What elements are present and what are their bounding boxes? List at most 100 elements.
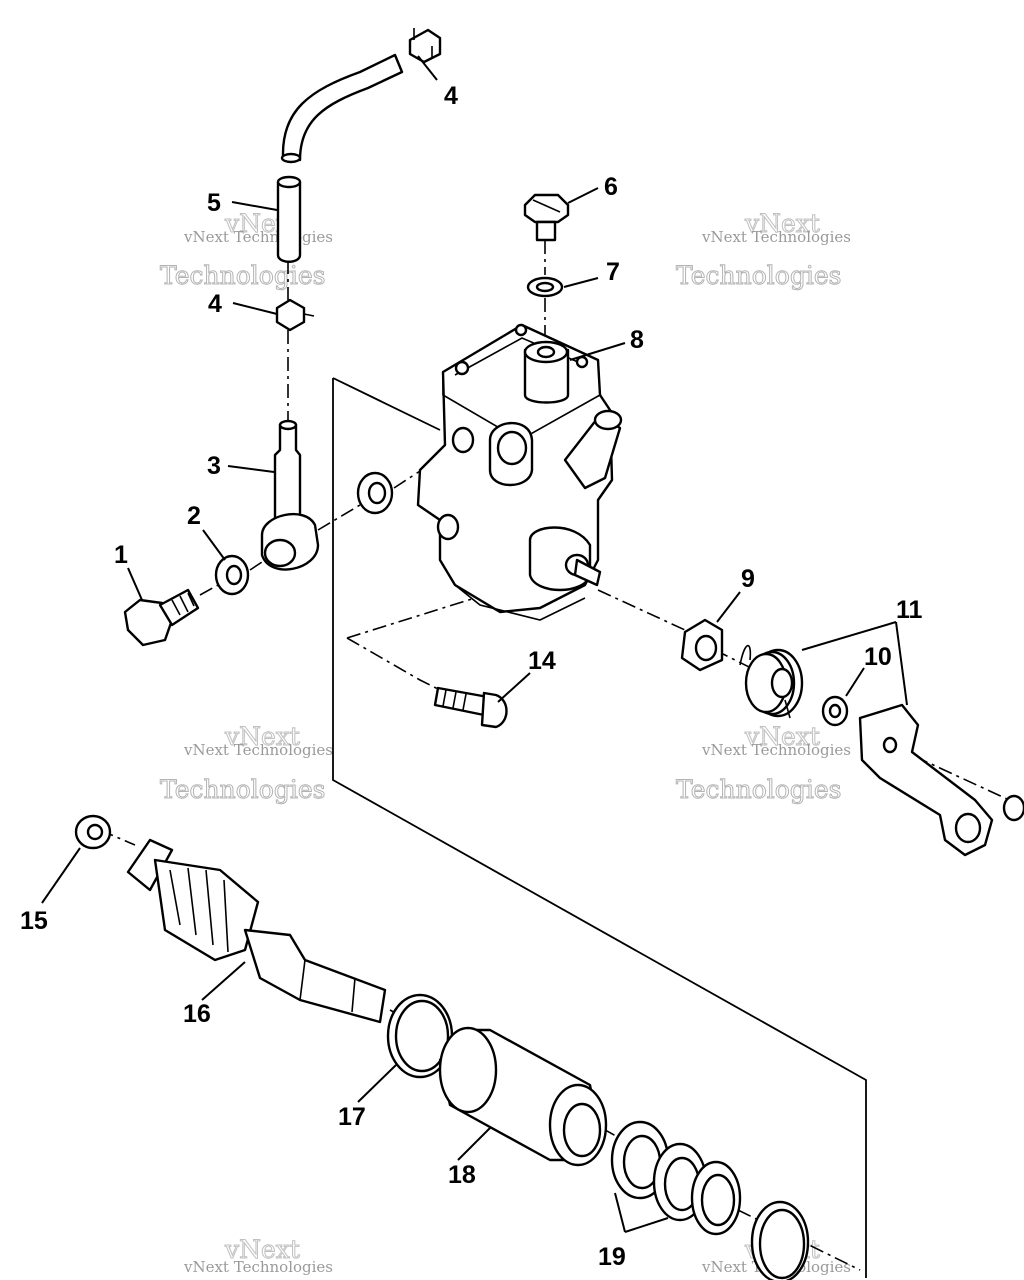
callout-1: 1 xyxy=(114,541,128,569)
part-washer-inlet xyxy=(356,471,394,515)
watermark-small: vNext Technologies xyxy=(183,228,333,246)
bushing-bore xyxy=(562,1102,602,1158)
shaft-end xyxy=(126,838,174,892)
pump-mount-hole xyxy=(436,513,460,541)
clamp-tab xyxy=(303,313,315,317)
leader-lines xyxy=(41,55,908,1233)
shaft-step xyxy=(299,959,356,1013)
part-8-oil-pump xyxy=(416,323,623,621)
part-4-clamp-top xyxy=(408,28,442,64)
leader-10 xyxy=(845,667,865,697)
pump-outlet-fitting xyxy=(563,413,622,490)
leader-7 xyxy=(563,277,599,288)
leader-19b xyxy=(624,1217,669,1233)
callout-9: 9 xyxy=(741,565,755,593)
pump-cover-screw xyxy=(454,360,470,376)
washer-inner xyxy=(86,823,104,841)
hose-end xyxy=(280,152,302,164)
lever-washer xyxy=(1002,794,1024,822)
bolt-shank xyxy=(433,686,490,717)
watermark-small: vNext Technologies xyxy=(701,741,851,759)
part-11-lever xyxy=(858,703,1024,857)
leader-8 xyxy=(569,342,626,361)
pump-cover-screw xyxy=(514,323,528,337)
hose-straight xyxy=(276,180,302,263)
part-16-gear-shaft xyxy=(126,838,387,1024)
leader-5 xyxy=(231,201,278,211)
leader-6 xyxy=(567,187,599,204)
callout-15: 15 xyxy=(20,907,48,935)
callout-16: 16 xyxy=(183,1000,211,1028)
center-line xyxy=(346,597,476,639)
spring-hook xyxy=(739,644,752,666)
watermark-big: Technologies xyxy=(676,775,841,804)
leader-2 xyxy=(202,529,226,561)
center-line xyxy=(317,504,361,531)
watermark-bottom-left: vNext vNext Technologies xyxy=(183,1235,333,1277)
clamp-tab xyxy=(413,28,433,58)
leader-18 xyxy=(457,1127,491,1161)
part-17-o-ring xyxy=(386,993,454,1079)
callout-3: 3 xyxy=(207,452,221,480)
leader-14 xyxy=(497,672,531,703)
washer-inner xyxy=(367,481,387,505)
part-18-bushing xyxy=(438,1026,608,1167)
watermark-big: Technologies xyxy=(160,775,325,804)
center-line xyxy=(346,637,441,691)
leader-1 xyxy=(127,567,143,601)
spring-center xyxy=(770,667,794,699)
callout-18: 18 xyxy=(448,1161,476,1189)
lever-hole xyxy=(882,736,898,754)
leader-9 xyxy=(716,591,741,623)
gear-teeth xyxy=(169,867,229,953)
watermark-mid-right: vNext vNext Technologies Technologies xyxy=(676,722,852,805)
washer-inner xyxy=(225,564,243,586)
callout-4-lower: 4 xyxy=(208,290,222,318)
banjo-stem xyxy=(273,423,302,527)
center-line xyxy=(597,589,686,631)
callout-17: 17 xyxy=(338,1103,366,1131)
part-1-banjo-bolt xyxy=(123,588,200,647)
leader-4a xyxy=(417,55,438,81)
pump-outlet-end xyxy=(593,409,623,431)
pump-boss-hole xyxy=(536,345,556,359)
washer-inner xyxy=(535,281,555,293)
callout-11: 11 xyxy=(896,596,923,624)
pump-cover-screw xyxy=(575,355,589,369)
callout-6: 6 xyxy=(604,173,618,201)
callout-4-top: 4 xyxy=(444,82,458,110)
clip-inner xyxy=(758,1208,806,1280)
callout-10: 10 xyxy=(864,643,892,671)
shaft xyxy=(243,928,387,1024)
washer-inner xyxy=(828,703,842,719)
watermark-small: vNext Technologies xyxy=(701,228,851,246)
bolt-thread xyxy=(171,592,195,616)
frame-line xyxy=(332,378,867,1278)
bolt-head xyxy=(480,691,508,729)
watermark-big: Technologies xyxy=(160,261,325,290)
part-14-bolt xyxy=(433,686,508,729)
bushing-end xyxy=(438,1026,498,1114)
spring-tail xyxy=(784,699,791,719)
leader-17 xyxy=(357,1064,397,1103)
part-circlip xyxy=(750,1200,810,1280)
leader-4b xyxy=(232,302,278,315)
leader-19a xyxy=(614,1192,626,1233)
watermark-top-right: vNext vNext Technologies Technologies xyxy=(676,209,852,291)
part-2-washer xyxy=(214,554,250,596)
leader-11a xyxy=(801,621,897,651)
pump-base-edge xyxy=(454,584,586,621)
callout-2: 2 xyxy=(187,502,201,530)
collar-face xyxy=(694,634,718,662)
part-3-banjo-fitting xyxy=(260,419,320,571)
watermark-small: vNext Technologies xyxy=(183,1258,333,1276)
frame-line xyxy=(332,377,441,431)
screw-shank xyxy=(535,220,557,242)
pump-boss xyxy=(523,348,570,404)
part-6-screw xyxy=(523,193,570,242)
center-line xyxy=(199,584,219,596)
leader-16 xyxy=(201,961,246,1001)
callout-14: 14 xyxy=(528,647,556,675)
pump-shaft xyxy=(573,558,602,587)
